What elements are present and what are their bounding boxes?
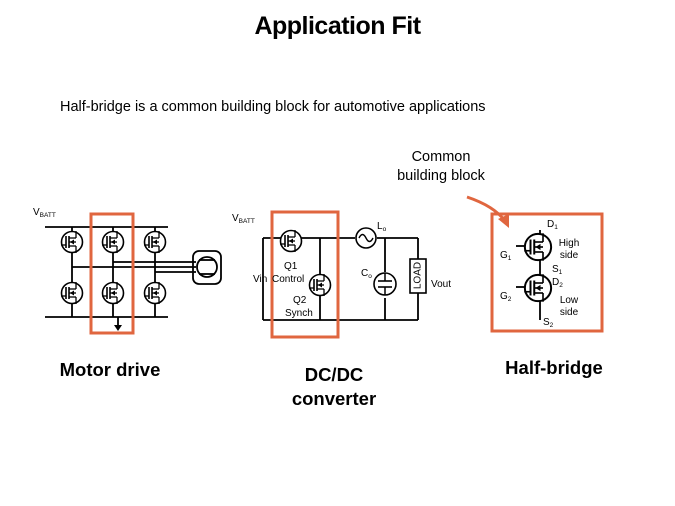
d2-label: D2 (552, 277, 563, 289)
q1-label: Q1 (284, 261, 298, 272)
d1-label: D1 (547, 219, 558, 231)
co-label: Co (361, 268, 372, 280)
synch-label: Synch (285, 308, 313, 319)
motor-fet-b-low (101, 281, 125, 305)
motor-vbatt-label: VBATT (33, 207, 56, 219)
s1-label: S1 (552, 264, 563, 276)
callout-arrow (466, 195, 507, 222)
dcdc-highlight-box (270, 210, 340, 339)
dcdc-vbatt-label: VBATT (232, 213, 255, 225)
half-bridge-caption: Half-bridge (505, 357, 603, 378)
half-bridge-fet-high (523, 232, 553, 262)
lo-label: Lo (377, 221, 387, 233)
vin-label: Vin (253, 274, 268, 285)
dcdc-fet-q2 (308, 273, 332, 297)
dcdc-caption-line1: DC/DC (304, 364, 364, 385)
half-bridge-highlight-box (490, 212, 604, 333)
motor-fet-b-high (101, 230, 125, 254)
motor-fet-c-low (143, 281, 167, 305)
low-side-label-line2: side (559, 307, 579, 318)
motor-fet-c-high (143, 230, 167, 254)
callout-label: Common building block (397, 149, 485, 184)
half-bridge-fet-low (523, 273, 553, 303)
control-label: Control (272, 274, 305, 285)
g2-label: G2 (500, 291, 512, 303)
high-side-label-line1: High (558, 238, 580, 249)
motor-drive-caption: Motor drive (59, 359, 161, 380)
callout-arrowhead (498, 214, 509, 228)
s2-label: S2 (543, 317, 554, 329)
motor-fet-a-high (60, 230, 84, 254)
slide-subtitle: Half-bridge is a common building block f… (60, 99, 486, 115)
g1-label: G1 (500, 250, 512, 262)
load-resistor (409, 258, 427, 294)
q2-label: Q2 (293, 295, 307, 306)
vout-label: Vout (431, 279, 452, 290)
load-label: LOAD (412, 261, 424, 290)
slide-title: Application Fit (254, 12, 421, 40)
motor-fet-a-low (60, 281, 84, 305)
dcdc-fet-q1 (279, 229, 303, 253)
dcdc-caption-line2: converter (291, 388, 377, 409)
motor-highlight-box (89, 212, 135, 335)
low-side-label-line1: Low (559, 295, 579, 306)
high-side-label-line2: side (559, 250, 579, 261)
